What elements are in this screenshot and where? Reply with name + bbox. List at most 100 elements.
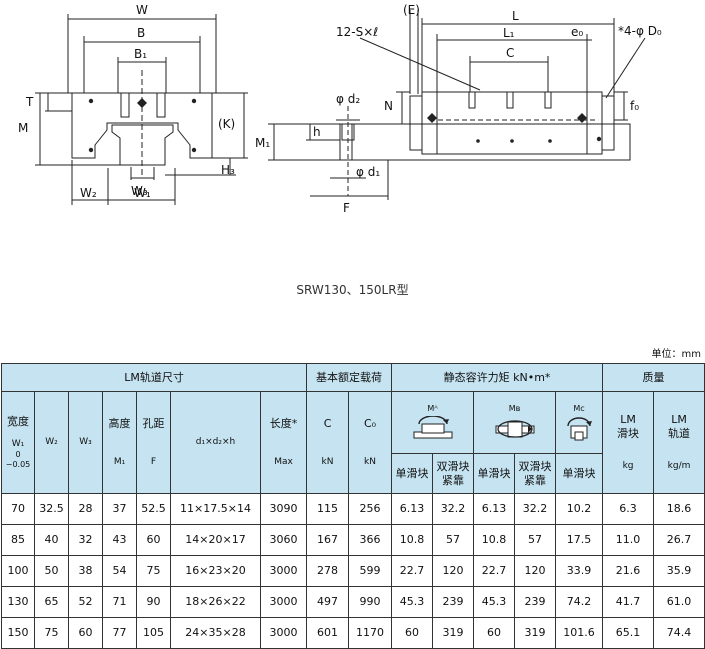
ma-double-b: 紧靠 [442, 473, 465, 487]
table-cell: 52 [68, 586, 103, 618]
table-cell: 319 [432, 617, 475, 649]
c0-unit: kN [364, 456, 376, 467]
table-cell: 6.13 [473, 493, 516, 525]
label-C: C [506, 46, 514, 60]
label-B1: B₁ [134, 47, 147, 61]
mb-double-a: 双滑块 [518, 459, 552, 473]
table-cell: 3090 [259, 493, 308, 525]
col-mc: Mᴄ [555, 391, 604, 454]
table-cell: 120 [514, 555, 557, 587]
label-W1: W₁ [134, 186, 151, 200]
length-label: 长度* [269, 417, 298, 430]
moment-mb-icon [495, 419, 535, 438]
table-cell: 26.7 [653, 524, 705, 556]
table-cell: 65.1 [602, 617, 655, 649]
label-E: (E) [403, 3, 420, 17]
table-cell: 3000 [259, 555, 308, 587]
table-cell: 43 [102, 524, 137, 556]
table-cell: 3000 [259, 586, 308, 618]
rail-section-outline [111, 124, 174, 166]
table-cell: 130 [1, 586, 35, 618]
width-tol-a: 0 [15, 450, 21, 459]
table-cell: 60 [391, 617, 434, 649]
table-cell: 100 [1, 555, 35, 587]
table-cell: 35.9 [653, 555, 705, 587]
table-cell: 16×23×20 [170, 555, 261, 587]
table-cell: 28 [68, 493, 103, 525]
label-h: h [313, 125, 321, 139]
table-cell: 601 [306, 617, 350, 649]
height-label: 高度 [108, 417, 131, 430]
col-ma: Mᴬ [391, 391, 475, 454]
table-cell: 74.4 [653, 617, 705, 649]
label-L1: L₁ [503, 26, 515, 40]
rail-unit: kg/m [667, 460, 691, 471]
table-cell: 239 [432, 586, 475, 618]
table-cell: 21.6 [602, 555, 655, 587]
table-cell: 24×35×28 [170, 617, 261, 649]
col-hole-size: d₁×d₂×h [170, 391, 261, 494]
block-label-b: 滑块 [617, 426, 640, 440]
length-symbol: Max [274, 456, 293, 467]
table-cell: 60 [136, 524, 171, 556]
table-cell: 32.2 [514, 493, 557, 525]
label-F: F [343, 201, 350, 215]
c0-label: C₀ [363, 417, 377, 430]
table-cell: 101.6 [555, 617, 604, 649]
label-d1: φ d₁ [356, 165, 380, 179]
label-e0: e₀ [571, 25, 583, 39]
pitch-symbol: F [150, 456, 157, 467]
table-cell: 32 [68, 524, 103, 556]
table-cell: 50 [34, 555, 69, 587]
group-static-moment: 静态容许力矩 kN•m* [391, 363, 604, 392]
table-cell: 10.2 [555, 493, 604, 525]
unit-label: 单位：mm [651, 349, 701, 360]
carriage-side-outline [421, 91, 603, 155]
label-d2: φ d₂ [336, 92, 360, 106]
table-cell: 22.7 [473, 555, 516, 587]
table-cell: 38 [68, 555, 103, 587]
table-cell: 65 [34, 586, 69, 618]
label-D0: *4-φ D₀ [618, 24, 662, 38]
table-cell: 319 [514, 617, 557, 649]
ma-label: Mᴬ [427, 403, 438, 413]
mc-label: Mᴄ [573, 403, 585, 413]
table-cell: 6.13 [391, 493, 434, 525]
technical-drawing: W B B₁ T M (K) W₃ H₃ W₂ W₁ (E) L L₁ C e₀… [18, 3, 662, 215]
table-cell: 85 [1, 524, 35, 556]
pitch-label: 孔距 [142, 417, 165, 430]
table-cell: 54 [102, 555, 137, 587]
table-cell: 167 [306, 524, 350, 556]
table-cell: 32.2 [432, 493, 475, 525]
mc-single: 单滑块 [555, 453, 604, 494]
table-cell: 57 [432, 524, 475, 556]
width-tol-b: −0.05 [5, 460, 31, 469]
table-cell: 990 [348, 586, 393, 618]
group-basic-load: 基本额定载荷 [306, 363, 393, 392]
table-cell: 120 [432, 555, 475, 587]
width-symbol: W₁ [11, 438, 25, 449]
table-cell: 14×20×17 [170, 524, 261, 556]
col-w2: W₂ [34, 391, 69, 494]
label-N: N [384, 99, 393, 113]
table-cell: 6.3 [602, 493, 655, 525]
rail-label-b: 轨道 [668, 426, 691, 440]
table-cell: 18×26×22 [170, 586, 261, 618]
block-unit: kg [622, 460, 634, 471]
col-mb: Mʙ [473, 391, 557, 454]
height-symbol: M₁ [113, 456, 126, 467]
group-mass: 质量 [602, 363, 705, 392]
table-cell: 17.5 [555, 524, 604, 556]
table-cell: 32.5 [34, 493, 69, 525]
table-cell: 57 [514, 524, 557, 556]
table-cell: 90 [136, 586, 171, 618]
table-cell: 33.9 [555, 555, 604, 587]
table-cell: 70 [1, 493, 35, 525]
table-cell: 45.3 [391, 586, 434, 618]
table-cell: 77 [102, 617, 137, 649]
table-cell: 41.7 [602, 586, 655, 618]
col-length: 长度* Max [259, 391, 308, 494]
label-S: 12-S×ℓ [336, 25, 378, 39]
